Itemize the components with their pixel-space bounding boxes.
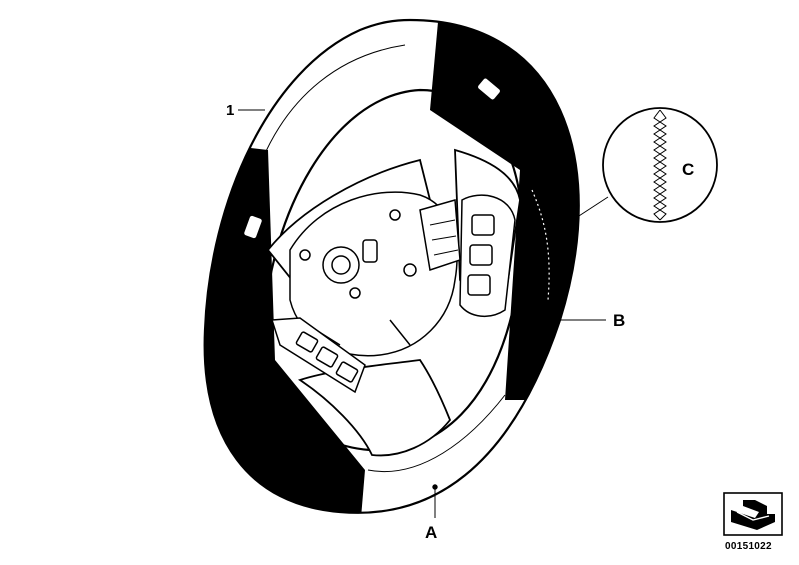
callout-label-a: A (425, 523, 438, 542)
callout-label-1: 1 (226, 102, 235, 119)
marker-b (551, 317, 557, 323)
rim-stitching (531, 189, 550, 301)
steering-wheel-hub (289, 191, 461, 357)
rim-paddle-button-right (476, 77, 502, 101)
stitching-detail-circle (602, 107, 718, 223)
spoke-bottom (297, 359, 452, 457)
rim-paddle-button-left (242, 214, 264, 240)
part-number-label: 00151022 (725, 541, 772, 552)
left-control-buttons (270, 317, 366, 394)
next-page-arrow-icon[interactable] (723, 492, 783, 536)
leader-c (561, 196, 609, 228)
right-control-buttons (459, 194, 516, 317)
callout-label-c: C (682, 160, 695, 179)
callout-leaders (238, 109, 609, 518)
marker-a (432, 484, 438, 490)
callout-label-b: B (613, 311, 626, 330)
cross-stitch-pattern (653, 109, 667, 221)
rim-black-left-section (204, 140, 365, 513)
